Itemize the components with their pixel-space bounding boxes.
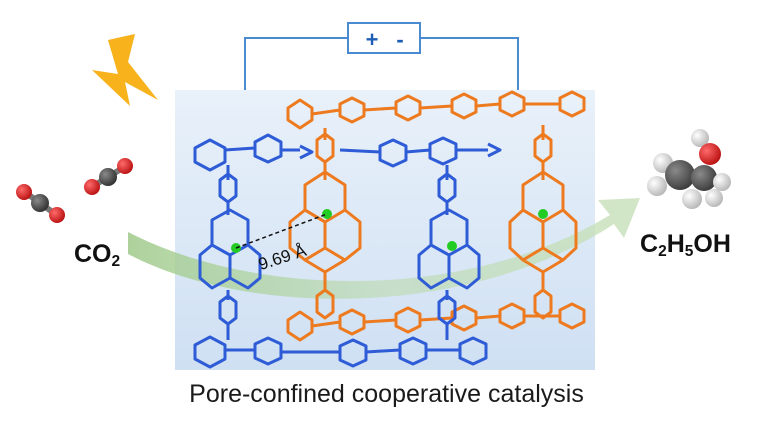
negative-terminal: -	[396, 27, 403, 52]
reactant-label: CO2	[74, 240, 121, 270]
positive-terminal: +	[366, 27, 379, 52]
reaction-arrow	[128, 198, 640, 299]
pore-panel	[175, 90, 595, 370]
distance-line	[235, 213, 328, 249]
metal-site	[322, 209, 332, 219]
co2-molecule	[16, 184, 65, 223]
orange-framework	[286, 90, 586, 342]
blue-framework	[193, 133, 502, 369]
metal-site	[538, 209, 548, 219]
lightning-bolt-icon	[92, 34, 158, 106]
metal-site	[447, 241, 457, 251]
product-label: C2H5OH	[640, 230, 731, 260]
ethanol-molecule	[647, 129, 731, 209]
co2-molecule	[84, 158, 133, 195]
figure-caption: Pore-confined cooperative catalysis	[189, 380, 584, 408]
power-circuit	[244, 22, 519, 90]
